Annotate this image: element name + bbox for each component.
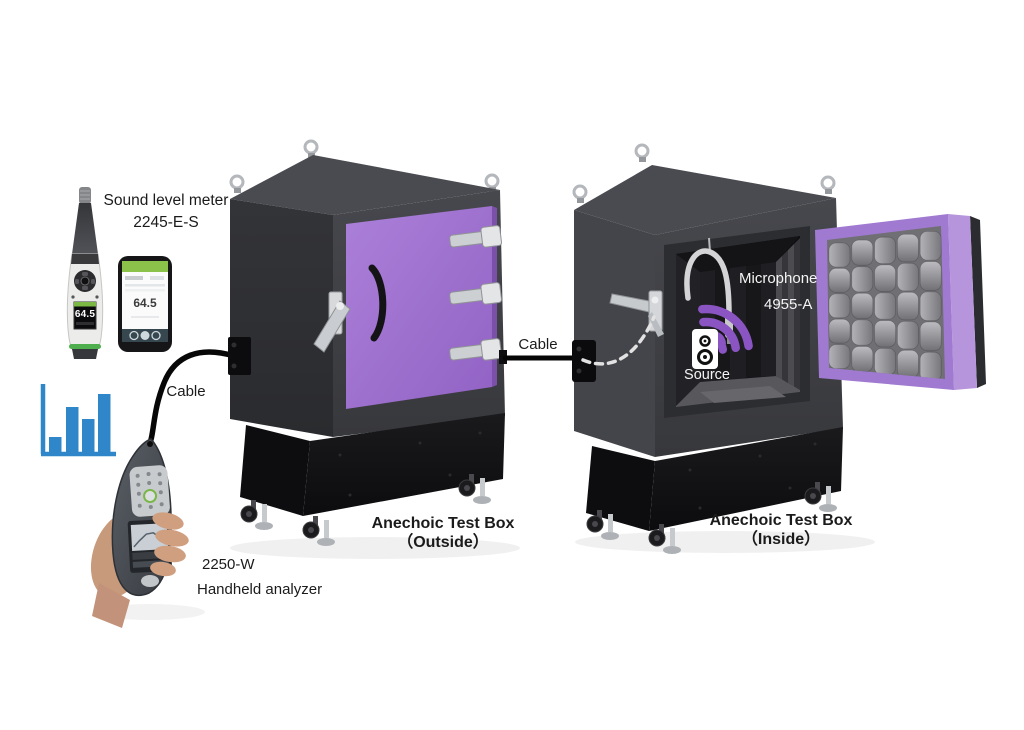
outside-box-subtitle: （Outside） bbox=[397, 534, 489, 551]
bar-chart-icon bbox=[40, 384, 116, 457]
inside-box bbox=[572, 143, 986, 554]
door-latch-lever-icon bbox=[313, 291, 351, 353]
analyzer-name-label: Handheld analyzer bbox=[197, 581, 323, 598]
analyzer-model-label: 2250-W bbox=[202, 556, 255, 573]
hand-fingers bbox=[150, 512, 189, 577]
inside-box-left-face bbox=[574, 210, 655, 457]
caster-wheel-icon bbox=[586, 482, 837, 554]
cable-between-boxes bbox=[499, 350, 580, 364]
sound-level-meter-name: Sound level meter bbox=[103, 192, 229, 209]
eye-bolt-bases bbox=[577, 157, 832, 203]
phone-display-reading: 64.5 bbox=[133, 296, 157, 310]
cable-label-middle: Cable bbox=[518, 336, 558, 353]
door-latch-icon bbox=[449, 225, 503, 361]
inside-box-title: Anechoic Test Box bbox=[709, 512, 853, 529]
outside-box-title: Anechoic Test Box bbox=[371, 515, 515, 532]
microphone-model-label: 4955-A bbox=[764, 296, 813, 313]
inside-box-top-face bbox=[574, 165, 836, 235]
cable-label-left: Cable bbox=[166, 383, 206, 400]
cable-analyzer-to-box bbox=[145, 349, 237, 452]
inside-box-subtitle: （Inside） bbox=[741, 531, 821, 548]
sound-level-meter bbox=[66, 187, 104, 359]
door-handle-icon bbox=[368, 264, 387, 342]
outside-box-top-face bbox=[230, 155, 500, 215]
outside-box-base bbox=[240, 413, 505, 516]
sound-level-meter-model: 2245-E-S bbox=[133, 214, 199, 231]
source-label: Source bbox=[684, 367, 730, 383]
door-foam-grid bbox=[828, 230, 942, 379]
inside-box-base bbox=[586, 427, 843, 531]
speaker-icon bbox=[692, 329, 726, 369]
cable-dashed-inside bbox=[581, 315, 656, 366]
outside-box bbox=[228, 139, 505, 546]
smartphone bbox=[118, 256, 172, 352]
closed-door bbox=[313, 206, 503, 409]
open-door bbox=[815, 214, 986, 390]
outside-box-left-face bbox=[230, 199, 333, 437]
cable-connector-left-box bbox=[228, 337, 251, 375]
microphone-label: Microphone bbox=[739, 270, 818, 287]
meter-display-reading: 64.5 bbox=[74, 309, 96, 320]
caster-wheel-icon bbox=[240, 474, 491, 546]
